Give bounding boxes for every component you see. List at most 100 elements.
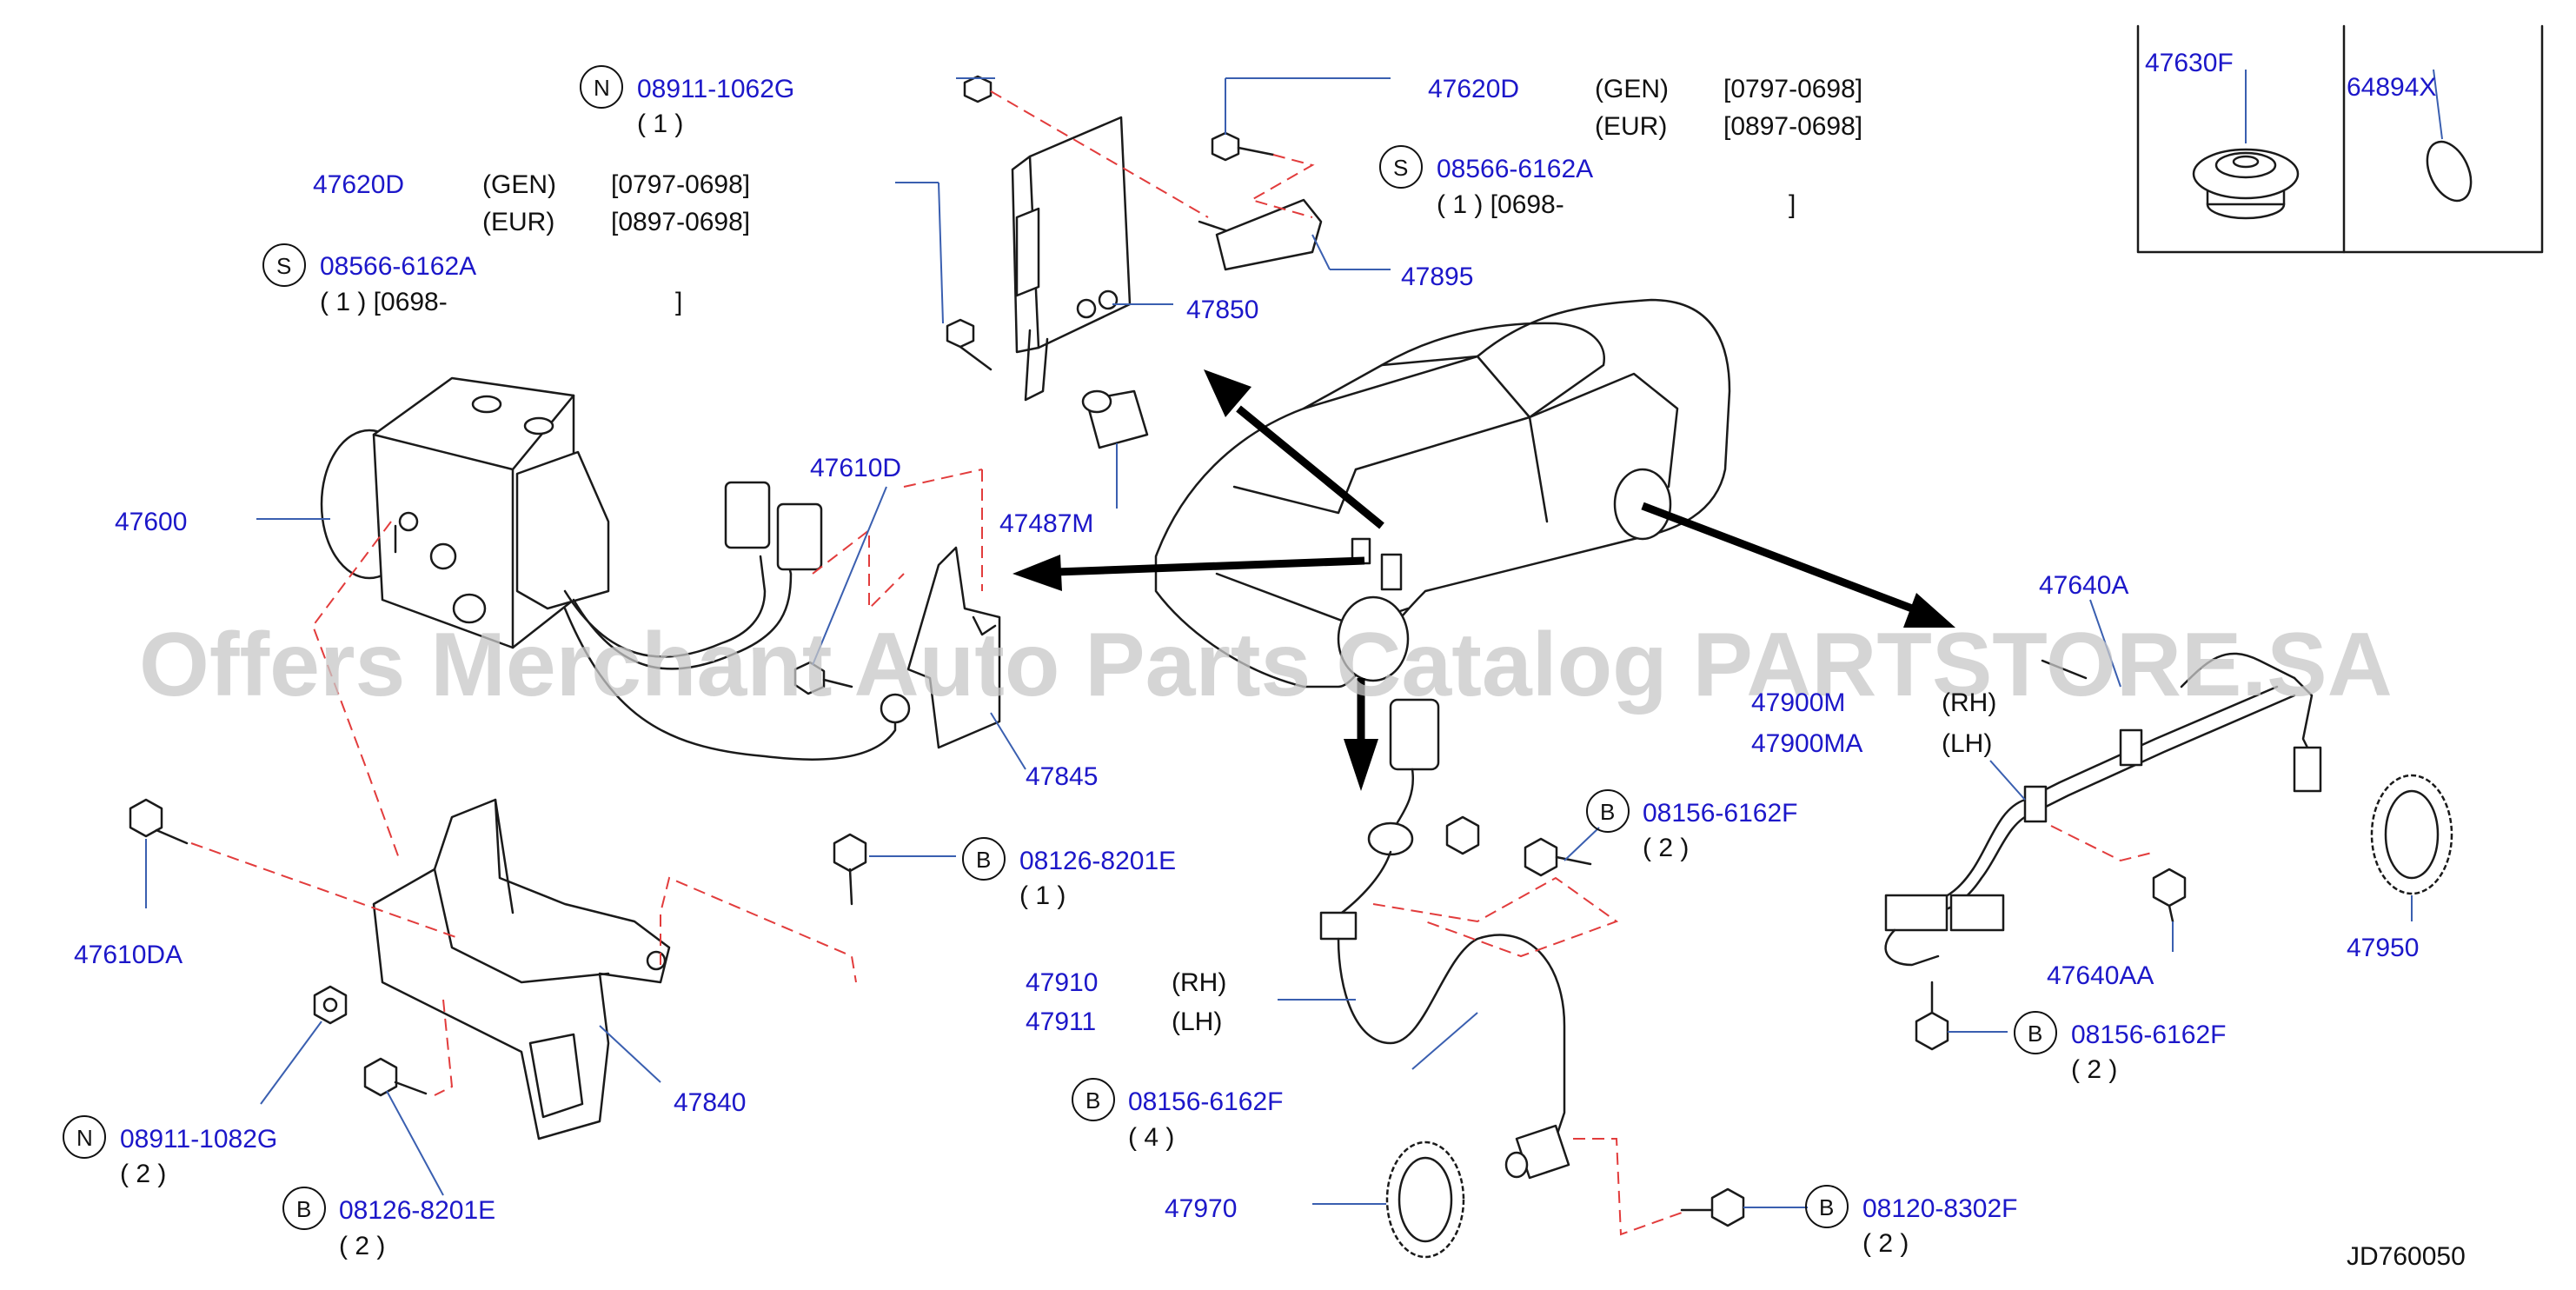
label-47620d-left[interactable]: 47620D xyxy=(313,170,404,199)
bracket-47895 xyxy=(1198,198,1323,271)
label-08911-1062g[interactable]: 08911-1062G xyxy=(637,75,794,103)
label-08120-8302f[interactable]: 08120-8302F xyxy=(1862,1194,2017,1223)
label-47610da[interactable]: 47610DA xyxy=(74,941,183,969)
gen-left: (GEN) xyxy=(482,170,556,199)
grommet-47630f xyxy=(2192,148,2300,220)
qty-08911-1062g: ( 1 ) xyxy=(637,110,683,138)
label-08126-8201e-center[interactable]: 08126-8201E xyxy=(1019,847,1176,875)
label-47630f[interactable]: 47630F xyxy=(2145,49,2234,77)
guide-front-2 xyxy=(1573,1138,1683,1236)
harness-47610d xyxy=(563,481,911,761)
guide-top-1 xyxy=(990,90,1209,218)
s-mark-circle-left xyxy=(262,243,306,287)
bolt-47640aa xyxy=(2152,868,2187,923)
label-47610d[interactable]: 47610D xyxy=(810,454,901,482)
guide-bl-2 xyxy=(434,999,454,1096)
qty-08566-6162a-top: ( 1 ) [0698- xyxy=(1437,190,1564,219)
guide-mid-3 xyxy=(903,469,983,488)
guide-front-1 xyxy=(1372,876,1619,958)
label-08156-6162f-front[interactable]: 08156-6162F xyxy=(1128,1087,1283,1116)
rotor-47950 xyxy=(2370,774,2453,895)
b-mark-c1: B xyxy=(976,847,991,873)
qty-08156-6162f-rear: ( 2 ) xyxy=(2071,1055,2117,1084)
label-47845[interactable]: 47845 xyxy=(1026,762,1098,791)
b-mark-circle-c1 xyxy=(962,837,1006,881)
b-mark-circle-c3 xyxy=(1072,1078,1115,1121)
bolt-47620d-left xyxy=(946,318,993,371)
lh-47900ma: (LH) xyxy=(1942,729,1992,758)
close-08566-6162a-top: ] xyxy=(1789,190,1796,219)
label-47911[interactable]: 47911 xyxy=(1026,1007,1096,1036)
eur-left: (EUR) xyxy=(482,208,554,236)
rear-sensor-harness xyxy=(1884,652,2322,967)
bolt-47620d-top xyxy=(1211,131,1275,162)
label-47900ma[interactable]: 47900MA xyxy=(1751,729,1862,758)
n-mark-bl: N xyxy=(76,1125,93,1151)
label-08566-6162a-top[interactable]: 08566-6162A xyxy=(1437,155,1593,183)
n-mark-circle-bl xyxy=(63,1115,106,1159)
bolt-08156-6162f-rear xyxy=(1915,981,1949,1051)
eur-top-range: [0897-0698] xyxy=(1723,112,1862,141)
label-47970[interactable]: 47970 xyxy=(1165,1194,1237,1223)
bracket-47840 xyxy=(372,798,671,1140)
qty-08911-1082g: ( 2 ) xyxy=(120,1160,166,1188)
n-mark-circle-top xyxy=(580,65,623,109)
rotor-47970 xyxy=(1385,1140,1465,1259)
arrow-to-rear-sensor xyxy=(1641,502,1955,628)
b-mark-circle-c4 xyxy=(1805,1185,1849,1228)
bolt-08126-8201e-center xyxy=(833,833,867,906)
label-08566-6162a-left[interactable]: 08566-6162A xyxy=(320,252,476,281)
n-mark-top: N xyxy=(594,75,610,101)
s-mark-circle-top xyxy=(1379,145,1423,189)
nut-08911-1082g xyxy=(313,985,348,1025)
label-08911-1082g[interactable]: 08911-1082G xyxy=(120,1125,277,1154)
qty-08566-6162a-left: ( 1 ) [0698- xyxy=(320,288,448,316)
b-mark-c2: B xyxy=(1600,799,1615,825)
label-47600[interactable]: 47600 xyxy=(115,508,187,536)
guide-bl-1 xyxy=(190,842,461,940)
relay-47487m xyxy=(1081,389,1149,449)
s-mark-top: S xyxy=(1393,155,1408,181)
guide-bl-3 xyxy=(660,876,857,983)
qty-08156-6162f-upper: ( 2 ) xyxy=(1643,834,1689,862)
label-08126-8201e-bottom[interactable]: 08126-8201E xyxy=(339,1196,495,1225)
b-mark-circle-c2 xyxy=(1586,789,1630,833)
label-47850[interactable]: 47850 xyxy=(1186,296,1258,324)
watermark-text: Offers Merchant Auto Parts Catalog PARTS… xyxy=(139,615,2393,715)
label-08156-6162f-rear[interactable]: 08156-6162F xyxy=(2071,1021,2226,1049)
label-47640a[interactable]: 47640A xyxy=(2039,571,2128,600)
gen-top-range: [0797-0698] xyxy=(1723,75,1862,103)
bracket-47845 xyxy=(906,546,1001,749)
rh-47910: (RH) xyxy=(1172,968,1226,997)
guide-bl-4 xyxy=(311,521,401,861)
car-body xyxy=(1154,298,1731,688)
b-mark-rear: B xyxy=(2028,1021,2042,1047)
b-mark-bl: B xyxy=(296,1196,311,1222)
label-64894x[interactable]: 64894X xyxy=(2347,73,2436,102)
bolt-08120-8302f xyxy=(1680,1187,1745,1227)
guide-rear-1 xyxy=(2050,825,2156,862)
rh-47900m: (RH) xyxy=(1942,688,1996,717)
inset-box xyxy=(2136,24,2544,254)
label-47640aa[interactable]: 47640AA xyxy=(2047,961,2154,990)
label-47910[interactable]: 47910 xyxy=(1026,968,1098,997)
leader-64894x xyxy=(2433,69,2443,140)
label-47895[interactable]: 47895 xyxy=(1401,263,1473,291)
nut-08911-1062g xyxy=(963,75,993,103)
label-47950[interactable]: 47950 xyxy=(2347,934,2419,962)
actuator-47600 xyxy=(320,376,610,649)
bolt-47610d xyxy=(793,661,853,695)
diagram-code: JD760050 xyxy=(2347,1242,2466,1271)
leaders xyxy=(145,77,2413,1208)
control-unit-47850 xyxy=(1011,116,1132,402)
label-08156-6162f-upper[interactable]: 08156-6162F xyxy=(1643,799,1797,828)
b-mark-circle-bl xyxy=(282,1187,326,1230)
label-47487m[interactable]: 47487M xyxy=(999,509,1093,538)
label-47900m[interactable]: 47900M xyxy=(1751,688,1845,717)
label-47840[interactable]: 47840 xyxy=(674,1088,746,1117)
arrow-to-unit xyxy=(1012,555,1365,591)
guide-mid-1 xyxy=(812,528,905,611)
label-47620d-top[interactable]: 47620D xyxy=(1428,75,1519,103)
